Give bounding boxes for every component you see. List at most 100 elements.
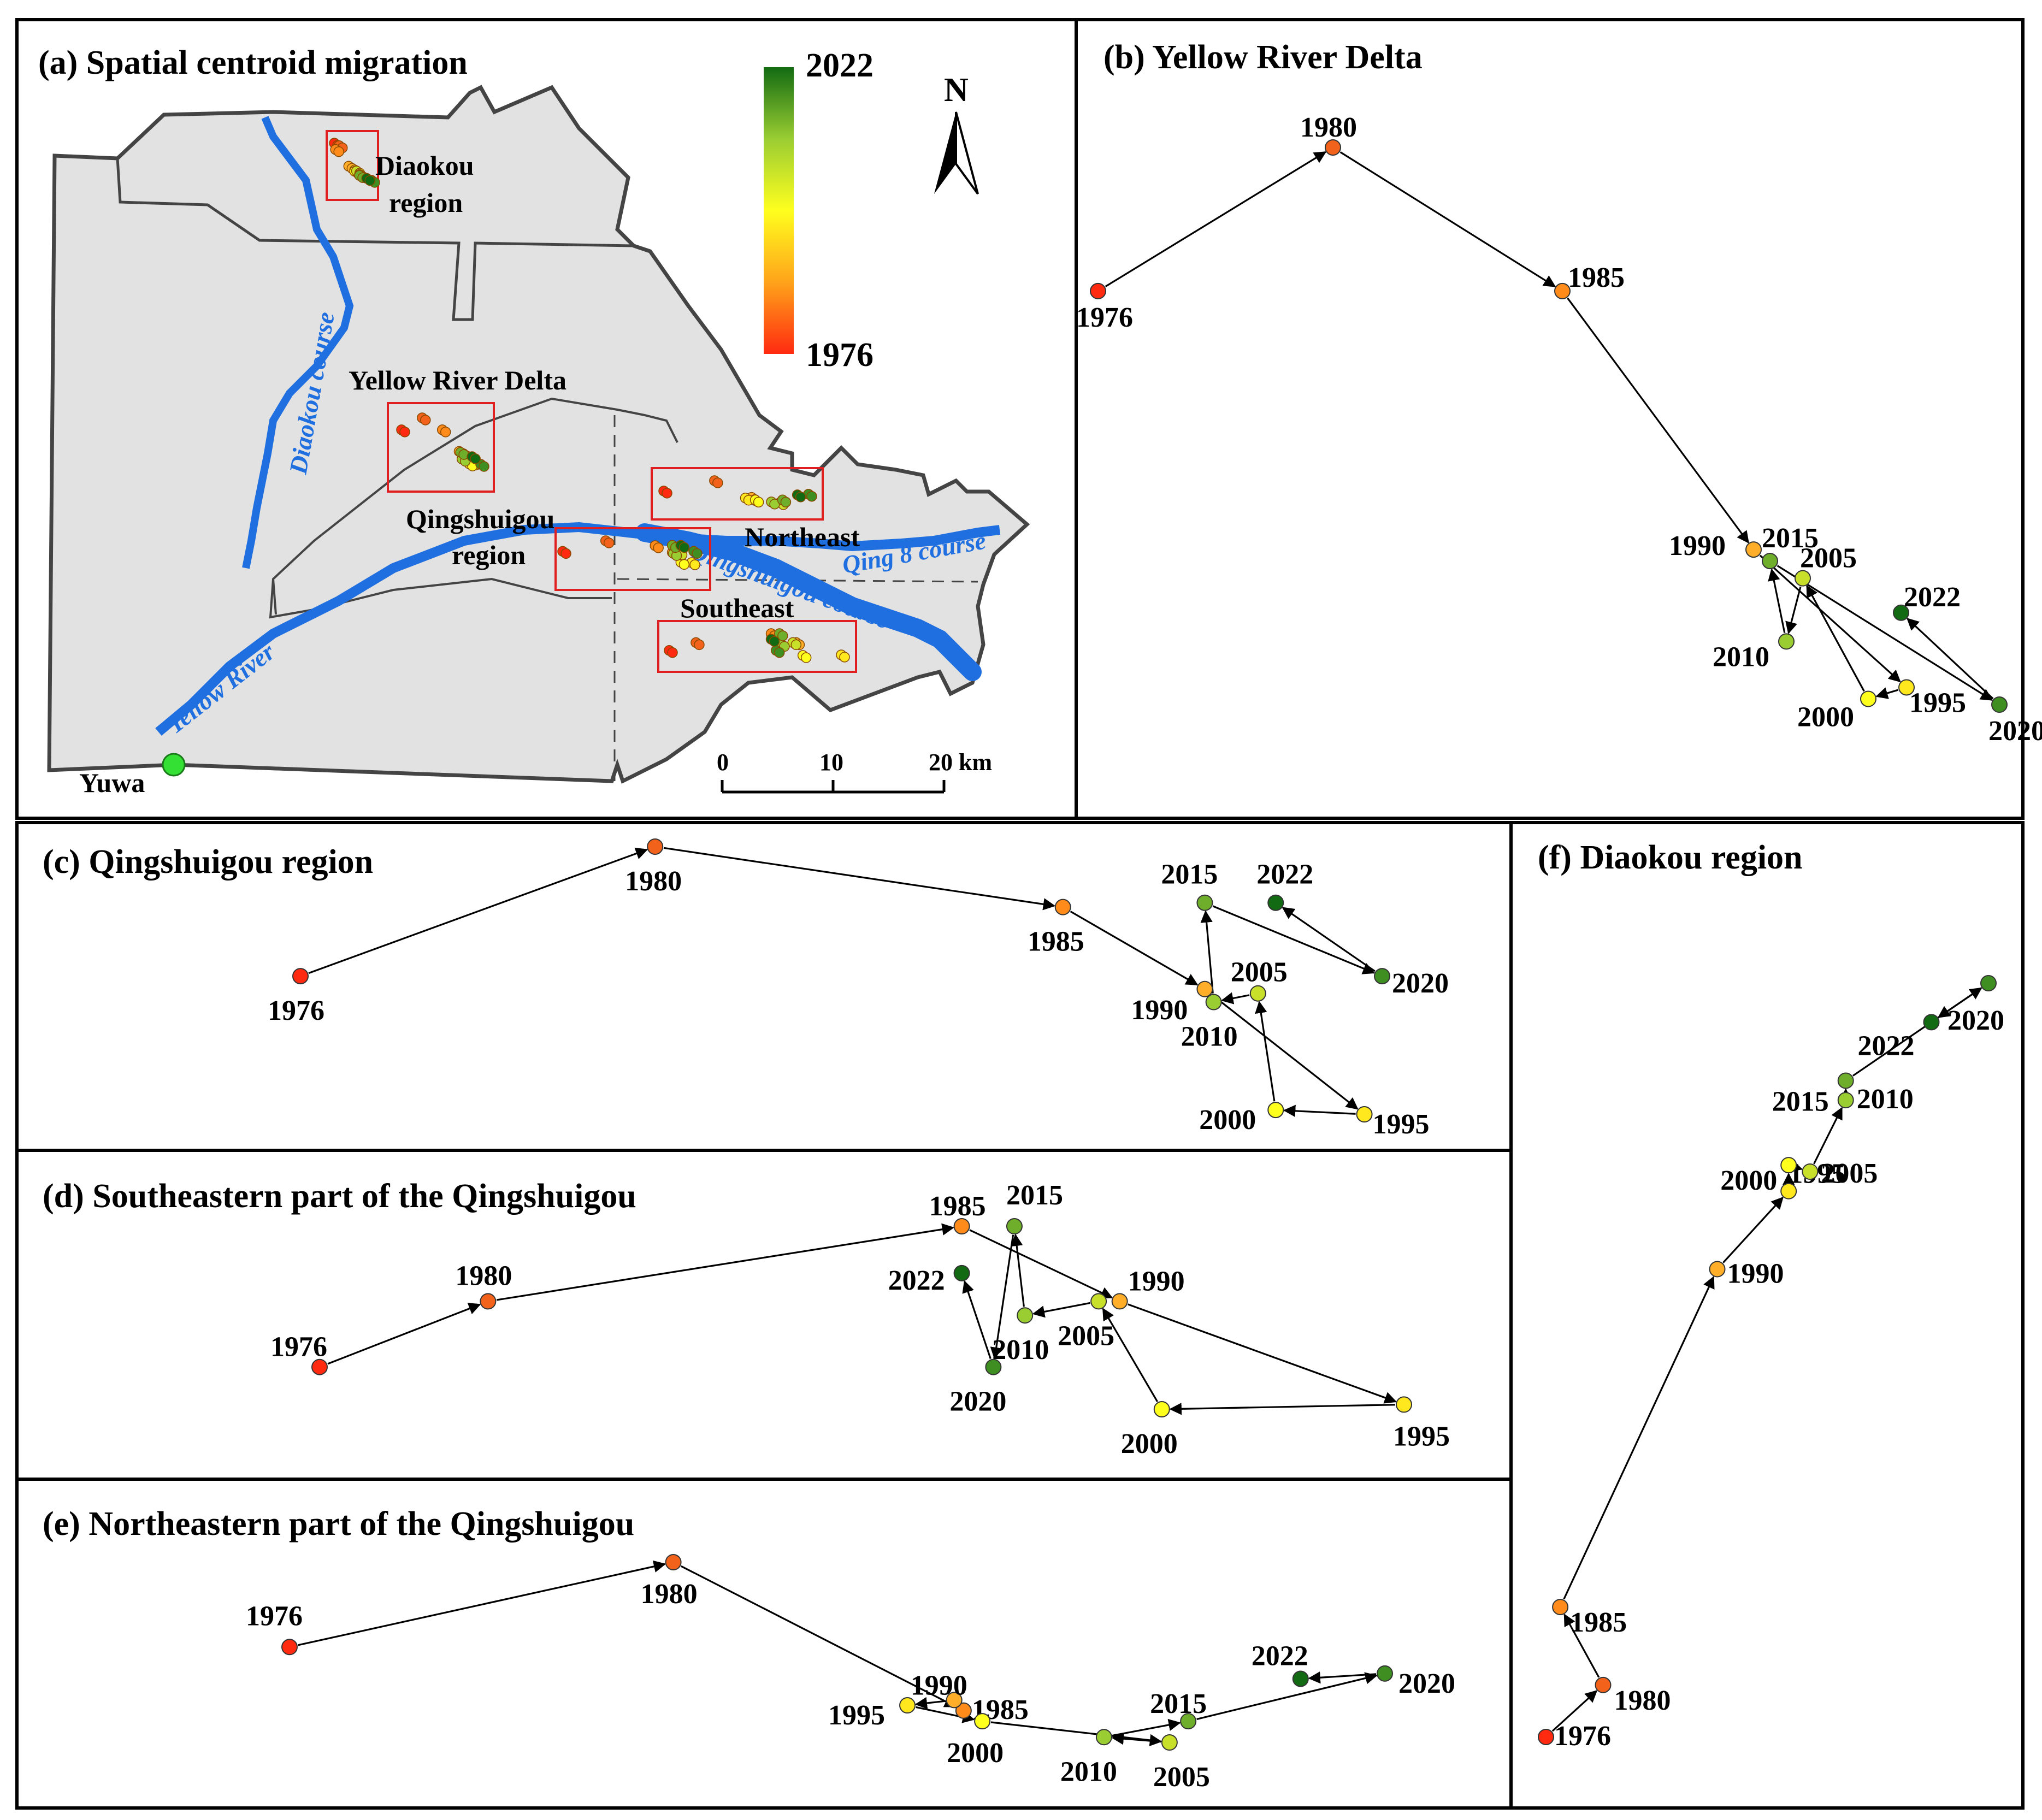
scale-0: 0 — [717, 749, 729, 776]
trajectory-yellow-river-delta: 1976198019851990199520002005201020152020… — [1076, 112, 2042, 747]
centroid-point-1995 — [1396, 1396, 1412, 1413]
centroid-point-2020 — [1374, 968, 1390, 985]
centroid-point-2015 — [1762, 553, 1778, 570]
colorbar-max: 2022 — [806, 47, 874, 84]
map-centroid-dot-2005 — [790, 639, 802, 651]
panel-b-frame — [1075, 18, 2025, 820]
trajectory-arrow-2000-2005 — [1102, 1308, 1159, 1402]
year-label-2022: 2022 — [1857, 1030, 1914, 1061]
scale-bar — [721, 780, 946, 794]
centroid-point-1985 — [1554, 282, 1571, 299]
trajectory-arrow-2000-2005 — [1806, 584, 1865, 692]
centroid-point-1976 — [1538, 1729, 1554, 1745]
map-centroid-dot-1980 — [420, 415, 431, 426]
centroid-point-1985 — [1054, 899, 1071, 915]
centroid-point-1990 — [1709, 1261, 1726, 1278]
year-label-2000: 2000 — [1121, 1428, 1178, 1459]
trajectory-arrow-1990-1995 — [1211, 994, 1359, 1110]
map-centroid-dot-2000 — [678, 559, 690, 570]
trajectory-arrow-2005-2010 — [1032, 1302, 1090, 1318]
centroid-point-2015 — [1837, 1072, 1854, 1089]
year-label-1976: 1976 — [268, 995, 324, 1026]
centroid-point-2020 — [1980, 975, 1997, 991]
qsg-boundary — [269, 577, 612, 619]
trajectory-arrow-1990-1995 — [1722, 1196, 1784, 1263]
map-centroid-dot-2022 — [678, 542, 690, 553]
trajectory-arrow-1995-2000 — [1169, 1403, 1396, 1415]
centroid-point-2010 — [1205, 994, 1222, 1011]
year-label-1985: 1985 — [1028, 926, 1084, 958]
year-label-1976: 1976 — [1076, 302, 1133, 333]
map-centroid-dot-1976 — [662, 488, 672, 499]
centroid-clusters — [329, 138, 850, 663]
year-label-2005: 2005 — [1058, 1320, 1114, 1351]
centroid-point-1976 — [292, 968, 309, 985]
qsg-box — [554, 527, 711, 591]
year-label-2000: 2000 — [1720, 1165, 1777, 1196]
trajectory-arrow-2010-2015 — [1011, 1233, 1025, 1307]
southeast-label: Southeast — [680, 593, 794, 623]
diaokou-label-2: region — [389, 187, 463, 218]
year-label-2005: 2005 — [1153, 1762, 1210, 1793]
trajectory-arrow-2020-2022 — [1282, 907, 1376, 972]
centroid-point-1976 — [311, 1358, 328, 1375]
centroid-point-1990 — [1196, 980, 1213, 997]
centroid-point-1990 — [946, 1692, 963, 1709]
trajectory-arrow-2015-2020 — [1777, 565, 1993, 701]
trajectory-arrow-1990-1995 — [914, 1697, 946, 1710]
trajectory-arrow-1985-1990 — [1567, 297, 1749, 544]
centroid-point-2000 — [1267, 1102, 1284, 1119]
centroid-point-2000 — [1860, 690, 1876, 707]
panel-a-map: (a) Spatial centroid migration Diaokou c… — [15, 18, 1078, 820]
centroid-point-2005 — [1795, 570, 1811, 587]
map-centroid-dot-1976 — [560, 548, 571, 559]
land-area — [47, 85, 1030, 784]
centroid-point-1976 — [281, 1639, 298, 1656]
centroid-point-2022 — [1267, 894, 1284, 911]
trajectory-arrow-2020-2022 — [962, 1280, 992, 1360]
trajectory-arrow-1980-1985 — [1339, 151, 1556, 287]
centroid-point-1995 — [1356, 1106, 1373, 1122]
year-label-2005: 2005 — [1800, 543, 1857, 574]
centroid-point-1980 — [647, 838, 664, 855]
centroid-point-2005 — [1090, 1293, 1107, 1310]
year-label-2000: 2000 — [1797, 701, 1854, 732]
year-label-2005: 2005 — [1821, 1158, 1878, 1189]
trajectory-arrow-2000-2005 — [1255, 1001, 1276, 1102]
centroid-point-2000 — [974, 1713, 991, 1730]
trajectory-arrow-2005-2010 — [1221, 992, 1250, 1004]
year-label-2022: 2022 — [1256, 859, 1313, 890]
map-centroid-dot-2020 — [692, 548, 703, 559]
map-centroid-dot-2020 — [774, 647, 785, 658]
year-label-1995: 1995 — [1373, 1109, 1430, 1140]
map-centroid-dot-1995 — [689, 559, 700, 570]
year-label-1980: 1980 — [1614, 1685, 1671, 1716]
year-label-2000: 2000 — [947, 1738, 1004, 1769]
trajectory-arrow-2010-2015 — [1112, 1718, 1181, 1736]
year-label-1985: 1985 — [1568, 262, 1625, 293]
map-centroid-dot-2022 — [364, 175, 375, 186]
centroid-point-2020 — [1377, 1665, 1393, 1682]
centroid-point-2010 — [1017, 1307, 1034, 1324]
yuwa-label: Yuwa — [79, 767, 145, 798]
trajectory-arrow-1995-2000 — [1283, 1104, 1356, 1118]
trajectory-arrow-1990-1995 — [1128, 1303, 1397, 1404]
trajectory-arrow-1995-2000 — [1875, 687, 1899, 699]
centroid-point-2022 — [1292, 1670, 1309, 1687]
centroid-point-2020 — [985, 1358, 1002, 1375]
trajectory-arrow-1980-1985 — [496, 1223, 954, 1301]
centroid-point-2015 — [1196, 894, 1213, 911]
map-centroid-dot-1980 — [712, 477, 723, 488]
year-label-1985: 1985 — [929, 1191, 986, 1222]
centroid-point-2022 — [953, 1264, 970, 1281]
map-centroid-dot-2022 — [769, 636, 780, 647]
panel-b-title: (b) Yellow River Delta — [1103, 39, 1423, 76]
southeast-box — [657, 620, 857, 673]
trajectory-arrow-2005-2010 — [1813, 1107, 1843, 1165]
year-label-1980: 1980 — [641, 1579, 698, 1610]
map-centroid-dot-2000 — [753, 497, 764, 508]
year-label-1995: 1995 — [1393, 1421, 1450, 1452]
year-label-2020: 2020 — [1988, 716, 2042, 747]
trajectory-arrow-1976-1980 — [308, 847, 648, 974]
